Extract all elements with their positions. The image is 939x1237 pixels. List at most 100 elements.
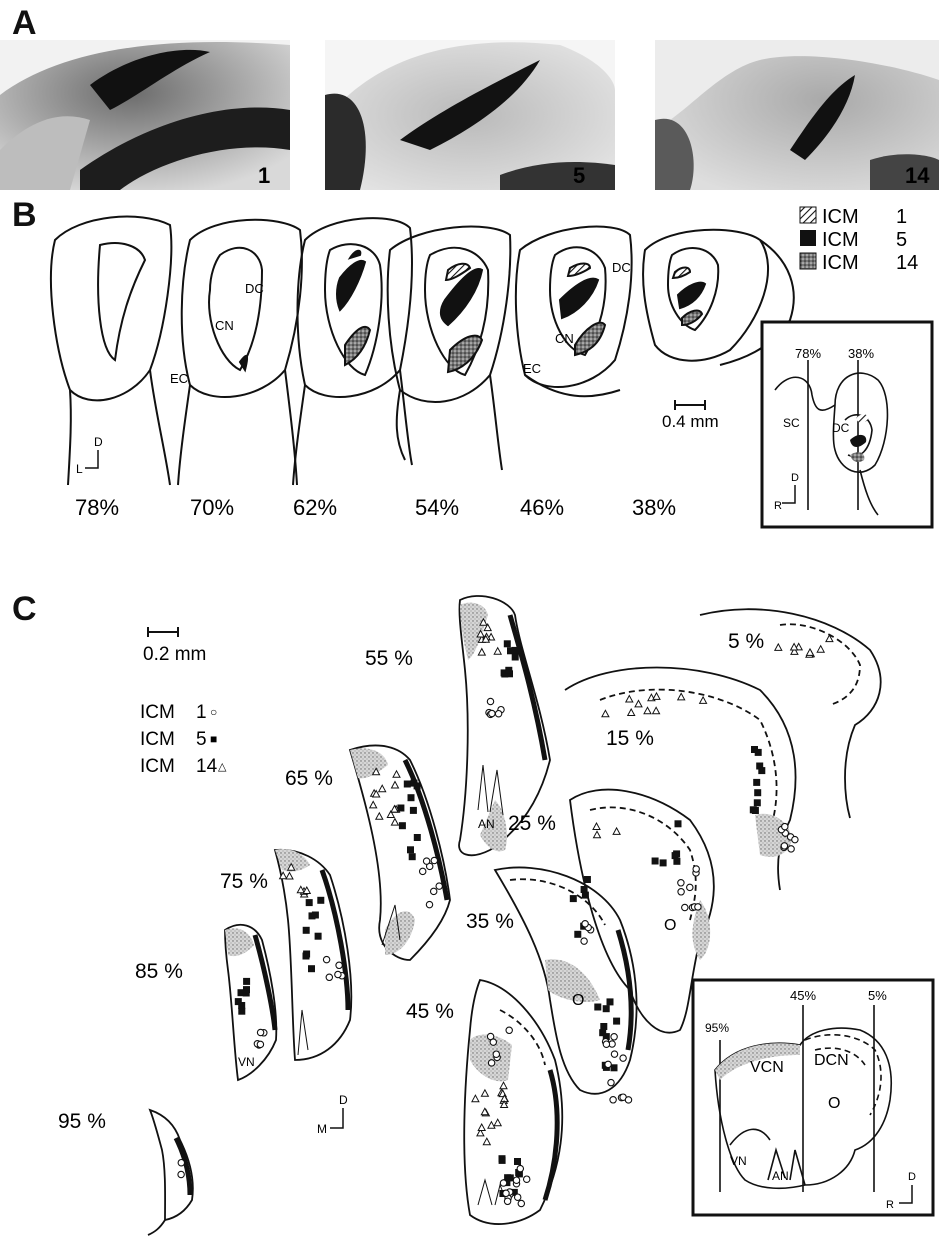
marker-icm-14 [653,707,660,714]
marker-icm-1 [423,858,429,864]
marker-icm-1 [687,884,693,890]
inset-c-orient-side: R [886,1199,894,1211]
marker-icm-14 [500,1082,507,1089]
legend-b [800,207,816,269]
marker-icm-1 [603,1041,609,1047]
marker-icm-5 [751,746,758,753]
inset-c-line-95: 95% [705,1021,729,1035]
inset-b-line-38: 38% [848,346,874,361]
marker-icm-14 [700,697,707,704]
panel-c-orientation [330,1108,343,1128]
marker-icm-5 [514,1158,521,1165]
marker-icm-5 [407,846,414,853]
label-an-55: AN [478,817,495,831]
marker-icm-5 [238,1002,245,1009]
marker-icm-5 [317,897,324,904]
inset-b-label-dc: DC [832,421,850,435]
photo-1-number: 1 [258,163,270,188]
marker-icm-14 [678,693,685,700]
marker-icm-14 [494,648,501,655]
marker-icm-1 [695,904,701,910]
marker-icm-1 [493,1051,499,1057]
inset-b-orient-side: R [774,500,782,512]
marker-icm-1 [431,888,437,894]
legend-c-value-5: 5 [196,729,207,750]
marker-icm-1 [500,1180,506,1186]
marker-icm-1 [178,1160,184,1166]
marker-icm-5 [312,912,319,919]
marker-icm-5 [303,927,310,934]
section-c-15 [565,668,796,891]
marker-icm-5 [594,1004,601,1011]
panel-b-sections [51,217,794,485]
marker-icm-5 [675,820,682,827]
marker-icm-1 [582,921,588,927]
marker-icm-1 [335,971,341,977]
legend-c-label-14: ICM [140,756,175,777]
label-o-25: O [664,917,676,934]
marker-icm-1 [524,1176,530,1182]
photo-2 [325,40,615,190]
marker-icm-5 [673,858,680,865]
section-c-75 [275,850,351,1060]
marker-icm-5 [584,876,591,883]
marker-icm-1 [178,1171,184,1177]
inset-c-label-dcn: DCN [814,1052,849,1069]
label-dc-46: DC [612,260,631,275]
marker-icm-5 [582,892,589,899]
marker-icm-14 [775,644,782,651]
marker-icm-5 [600,1023,607,1030]
marker-icm-5 [397,805,404,812]
marker-icm-1 [504,1198,510,1204]
legend-b-label-14: ICM [822,252,859,274]
marker-icm-1 [693,866,699,872]
marker-icm-5 [308,965,315,972]
marker-icm-14 [653,693,660,700]
marker-icm-1 [495,711,501,717]
legend-c-label-1: ICM [140,702,175,723]
marker-icm-1 [517,1165,523,1171]
marker-icm-5 [603,1005,610,1012]
marker-icm-5 [404,781,411,788]
panel-c-an-fibers [298,765,508,1205]
marker-icm-1 [431,857,437,863]
photo-2-number: 5 [573,163,585,188]
label-dc-70: DC [245,281,264,296]
section-c-35-inner [510,879,605,925]
photo-3-number: 14 [905,163,930,188]
legend-c: ICM 1 ○ ICM 5 ■ ICM 14 △ [140,702,227,777]
marker-icm-5 [753,779,760,786]
inset-b-orient-up: D [791,472,799,484]
marker-icm-1 [610,1097,616,1103]
marker-icm-14 [370,801,377,808]
marker-icm-1 [489,710,495,716]
section-b-54 [388,227,511,470]
marker-icm-5 [758,767,765,774]
marker-icm-14 [478,1124,485,1131]
marker-icm-1 [792,836,798,842]
marker-icm-5 [410,807,417,814]
marker-icm-5 [505,667,512,674]
marker-icm-1 [257,1041,263,1047]
marker-icm-14 [478,649,485,656]
inset-c [693,980,933,1215]
legend-c-symbol-5: ■ [210,732,217,746]
marker-icm-14 [644,707,651,714]
orient-c-up: D [339,1093,348,1107]
label-cn-70: CN [215,318,234,333]
marker-icm-5 [613,1018,620,1025]
marker-icm-5 [238,989,245,996]
marker-icm-1 [513,1177,519,1183]
marker-icm-1 [488,1060,494,1066]
legend-b-label-5: ICM [822,229,859,251]
section-c-label-45: 45 % [406,1000,454,1023]
inset-b-line-78: 78% [795,346,821,361]
section-c-label-15: 15 % [606,727,654,750]
marker-icm-1 [503,1190,509,1196]
marker-icm-14 [379,785,386,792]
section-label-70: 70% [190,495,234,520]
marker-icm-5 [409,853,416,860]
marker-icm-1 [611,1051,617,1057]
marker-icm-5 [750,806,757,813]
marker-icm-5 [504,640,511,647]
